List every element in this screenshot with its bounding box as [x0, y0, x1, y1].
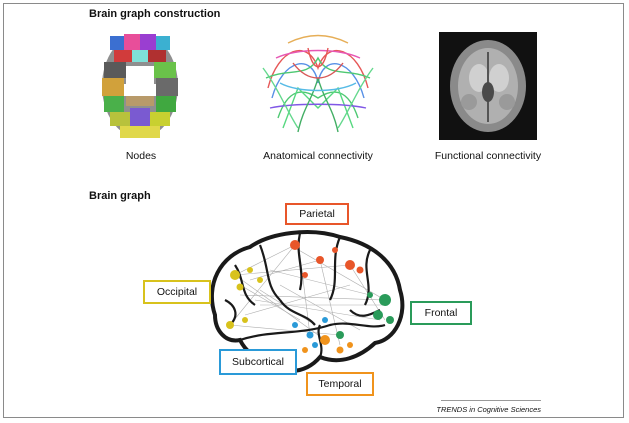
nodes-parcellation-image [102, 34, 178, 138]
brain-graph-illustration [209, 230, 405, 373]
node-dots [226, 240, 394, 354]
panel-label-nodes: Nodes [125, 150, 157, 162]
panel-label-anatomical: Anatomical connectivity [263, 150, 373, 162]
region-label-parietal: Parietal [285, 203, 349, 225]
tractography-image [262, 34, 374, 133]
region-label-subcortical: Subcortical [219, 349, 297, 375]
fmri-slice-image [439, 32, 537, 140]
panel-label-functional: Functional connectivity [434, 150, 542, 162]
region-label-frontal: Frontal [410, 301, 472, 325]
region-label-occipital: Occipital [143, 280, 211, 304]
journal-credit: TRENDS in Cognitive Sciences [436, 405, 541, 414]
figure-frame [3, 3, 624, 418]
section-title-construction: Brain graph construction [89, 8, 221, 20]
region-label-temporal: Temporal [306, 372, 374, 396]
credit-rule [441, 400, 541, 401]
section-title-brain-graph: Brain graph [89, 190, 151, 202]
